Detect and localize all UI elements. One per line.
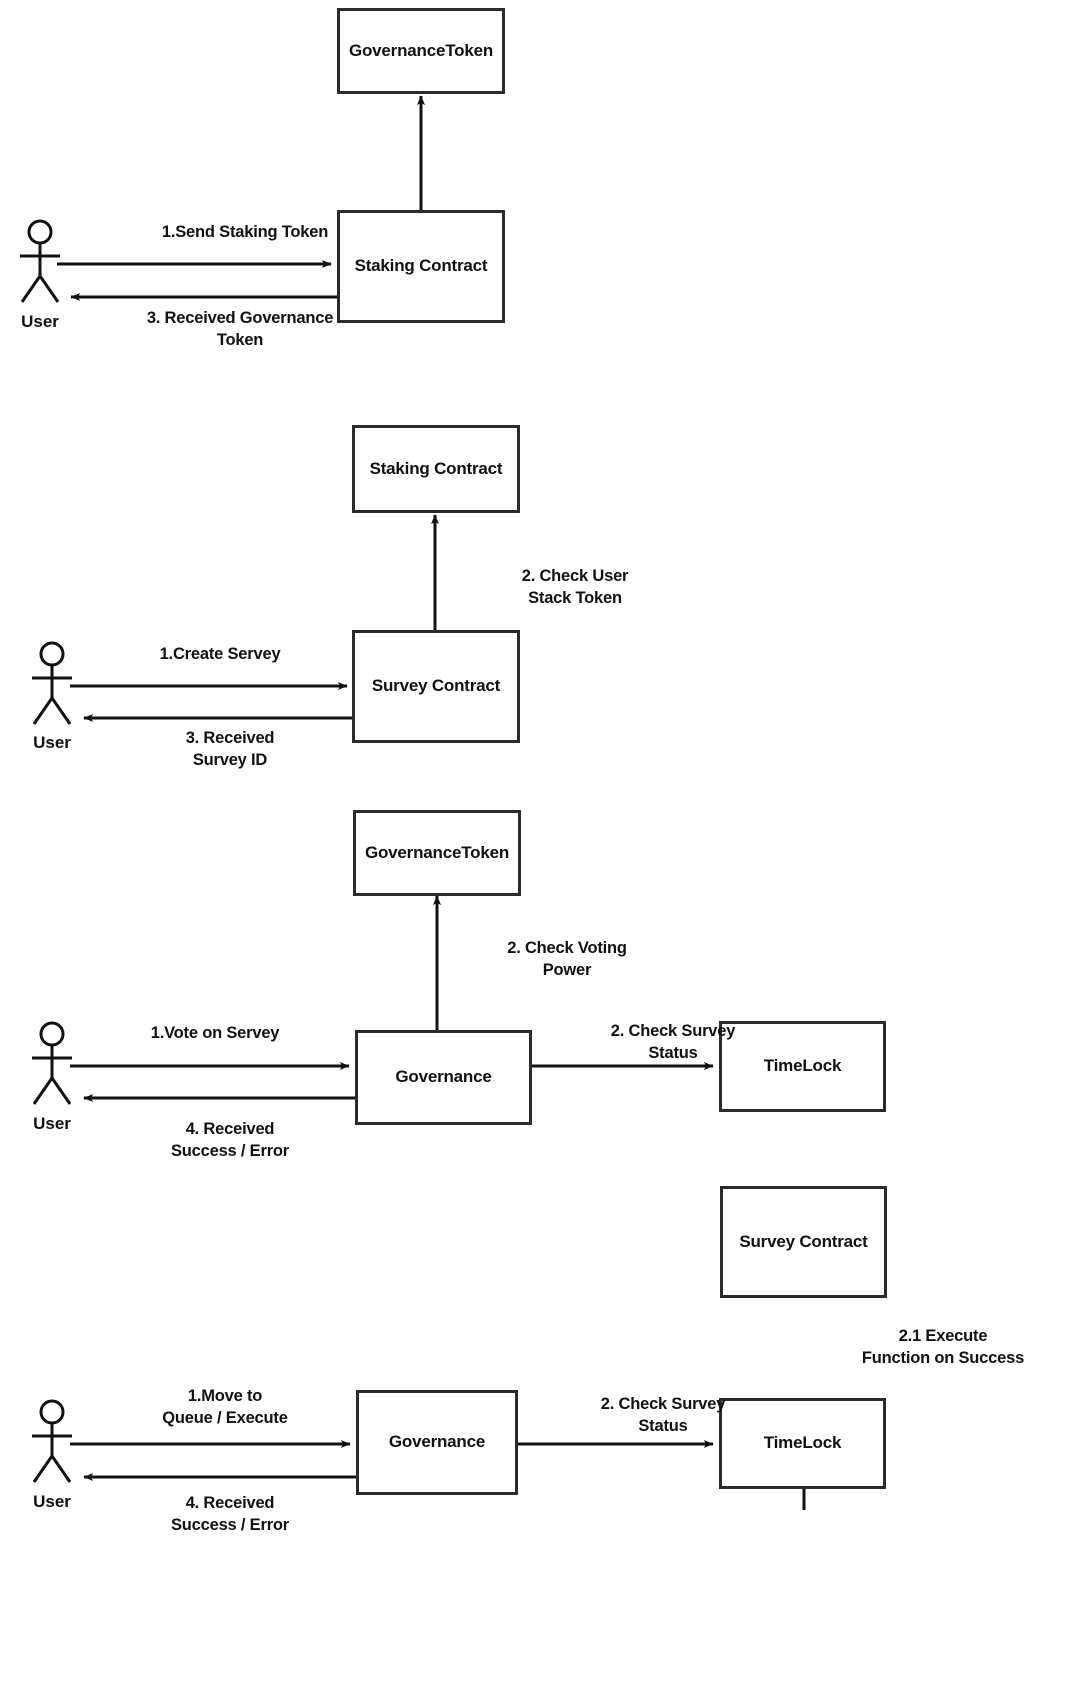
actor-caption-1: User	[21, 312, 59, 331]
box-label: GovernanceToken	[348, 40, 494, 60]
edge-label-received-success-error-4: 4. Received Success / Error	[170, 1494, 290, 1535]
edge-label-execute-function-on-success: 2.1 Execute Function on Success	[861, 1327, 1025, 1368]
box-label: Survey Contract	[371, 676, 501, 696]
box-governance-token-1[interactable]: GovernanceToken	[337, 8, 505, 94]
actor-user-4[interactable]	[24, 1398, 104, 1488]
box-label: TimeLock	[763, 1056, 842, 1076]
stick-figure-icon	[32, 641, 72, 725]
edge-label-check-voting-power: 2. Check Voting Power	[507, 939, 627, 980]
actor-user-2[interactable]	[24, 640, 104, 730]
box-label: Staking Contract	[354, 256, 488, 276]
box-survey-contract-4[interactable]: Survey Contract	[720, 1186, 887, 1298]
box-label: TimeLock	[763, 1433, 842, 1453]
stick-figure-icon	[32, 1399, 72, 1483]
box-timelock-4[interactable]: TimeLock	[719, 1398, 886, 1489]
edge-label-check-user-stack-token: 2. Check User Stack Token	[521, 567, 629, 608]
edge-label-check-survey-status-4: 2. Check Survey Status	[600, 1395, 726, 1436]
box-governance-4[interactable]: Governance	[356, 1390, 518, 1495]
actor-user-1[interactable]	[12, 218, 92, 308]
box-survey-contract-2[interactable]: Survey Contract	[352, 630, 520, 743]
box-label: Governance	[388, 1432, 486, 1452]
edge-label-received-success-error-3: 4. Received Success / Error	[170, 1120, 290, 1161]
box-staking-contract-2[interactable]: Staking Contract	[352, 425, 520, 513]
box-label: Governance	[395, 1067, 492, 1087]
edge-label-received-survey-id: 3. Received Survey ID	[185, 729, 275, 770]
edge-label-vote-on-survey: 1.Vote on Servey	[150, 1024, 280, 1042]
edge-label-create-survey: 1.Create Servey	[159, 645, 281, 663]
box-governance-3[interactable]: Governance	[355, 1030, 532, 1125]
stick-figure-icon	[32, 1021, 72, 1105]
edge-label-received-governance-token: 3. Received Governance Token	[146, 309, 334, 350]
box-governance-token-3[interactable]: GovernanceToken	[353, 810, 521, 896]
actor-user-3[interactable]	[24, 1020, 104, 1110]
actor-caption-4: User	[33, 1492, 71, 1511]
edge-label-check-survey-status-3: 2. Check Survey Status	[610, 1022, 736, 1063]
actor-caption-3: User	[33, 1114, 71, 1133]
edge-label-move-to-queue-execute: 1.Move to Queue / Execute	[162, 1387, 288, 1428]
box-staking-contract-1[interactable]: Staking Contract	[337, 210, 505, 323]
box-label: GovernanceToken	[364, 842, 510, 862]
box-label: Staking Contract	[369, 458, 503, 478]
box-label: Survey Contract	[739, 1231, 868, 1251]
stick-figure-icon	[20, 219, 60, 303]
edge-label-send-staking-token: 1.Send Staking Token	[161, 223, 329, 241]
actor-caption-2: User	[33, 733, 71, 752]
box-timelock-3[interactable]: TimeLock	[719, 1021, 886, 1112]
